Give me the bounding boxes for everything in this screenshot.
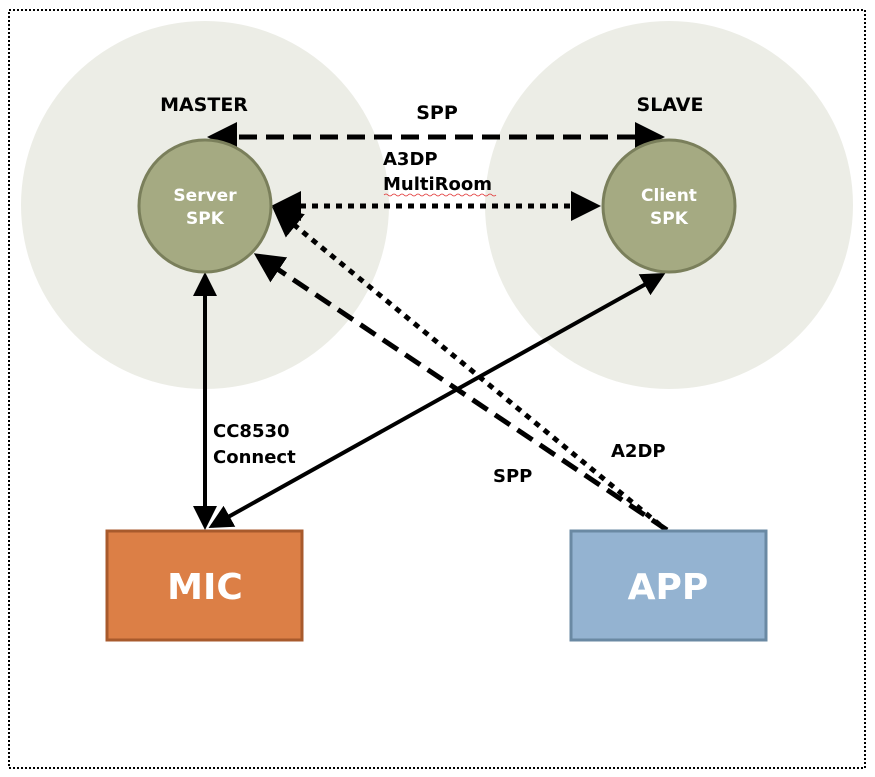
spellcheck-underline [383,193,497,197]
client-spk-label-line1: Client [641,186,697,206]
mic-client-connector [208,273,666,528]
mic-label: MIC [167,567,243,608]
app-label: APP [628,567,709,608]
a3dp-label-line1: A3DP [383,149,438,170]
client-spk-label-line2: SPK [650,209,689,229]
app-spp-connector [253,253,669,533]
cc8530-label-line2: Connect [213,447,296,468]
cc8530-label-line1: CC8530 [213,421,290,442]
a2dp-label: A2DP [611,441,666,462]
app-node: APP [569,529,768,642]
master-label: MASTER [160,94,248,116]
spp-top-label: SPP [416,102,458,124]
server-spk-node: Server SPK [137,138,273,274]
app-a2dp-connector [272,206,662,527]
slave-label: SLAVE [637,94,704,116]
mic-node: MIC [105,529,304,642]
client-spk-node: Client SPK [601,138,737,274]
spp-app-label: SPP [493,466,532,487]
a3dp-label-line2: MultiRoom [383,174,492,195]
server-spk-label-line2: SPK [186,209,225,229]
diagram-frame [8,9,866,769]
server-spk-label-line1: Server [173,186,237,206]
